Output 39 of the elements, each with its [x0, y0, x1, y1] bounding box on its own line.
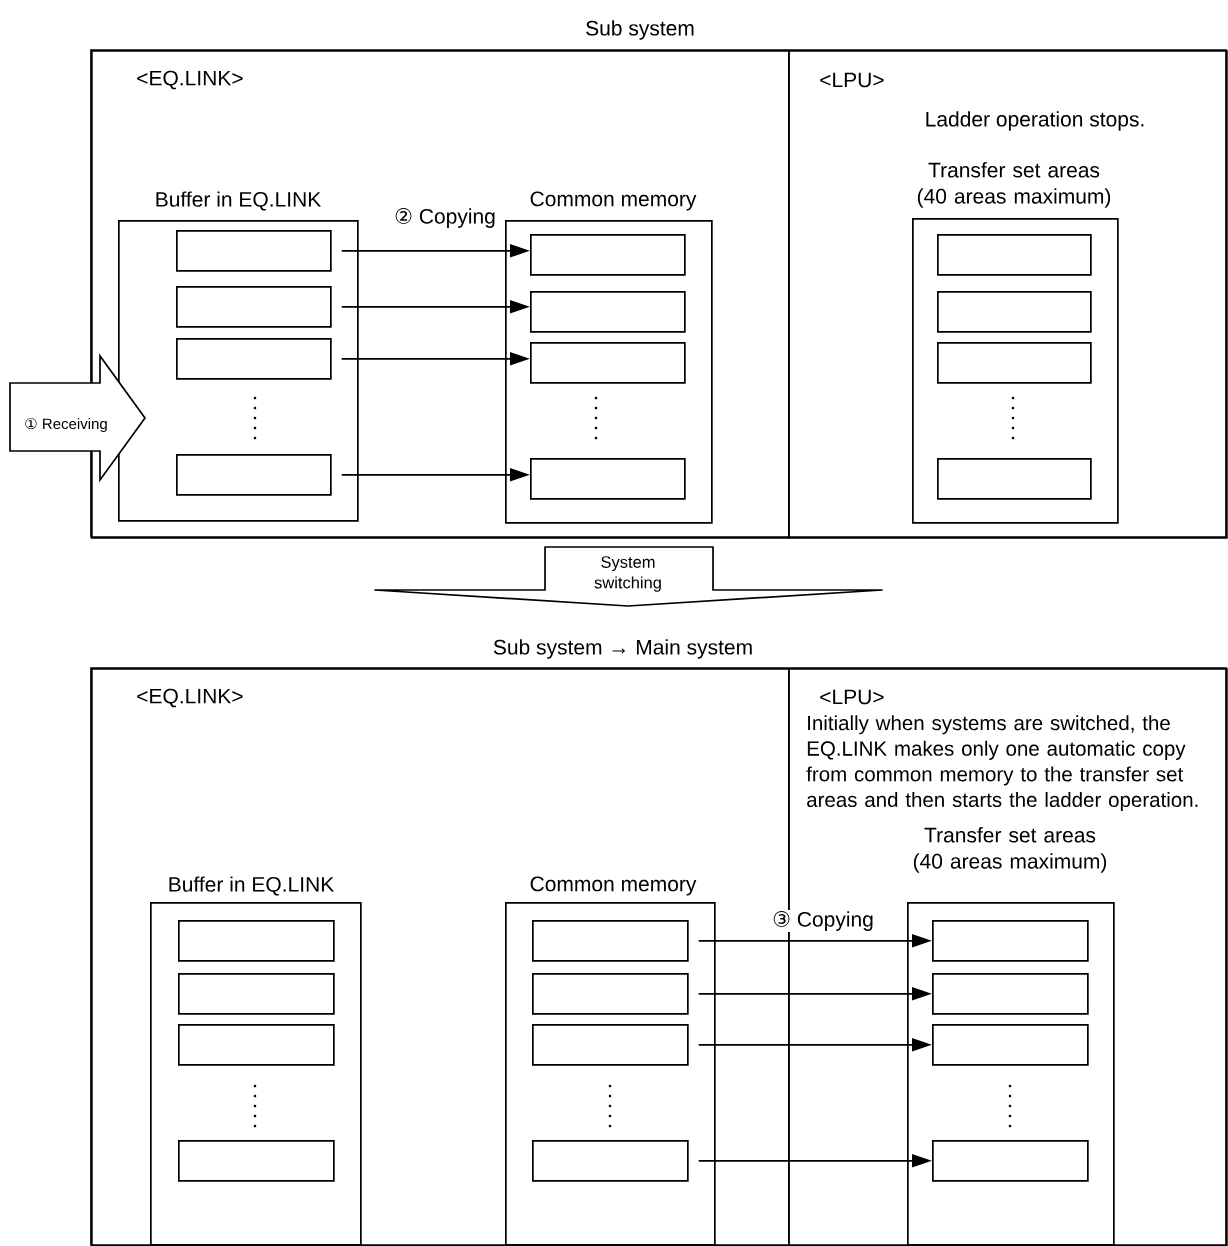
area-slot — [176, 286, 332, 328]
node-label: Common memory — [530, 191, 697, 211]
edge-label: ③ Copying — [771, 910, 875, 932]
node-label: Sub system — [586, 20, 694, 40]
node-label: Transfer set areas (40 areas maximum) — [917, 162, 1111, 208]
area-slot — [178, 920, 335, 962]
area-slot — [932, 1140, 1089, 1182]
memory-box: Common memory — [505, 876, 716, 1246]
area-slot — [532, 1024, 689, 1066]
area-slot — [932, 973, 1089, 1015]
area-slot — [178, 973, 335, 1015]
area-slot — [532, 920, 689, 962]
memory-box: Buffer in EQ.LINK — [150, 876, 362, 1246]
node-label: Transfer set areas (40 areas maximum) — [913, 827, 1107, 873]
area-slot — [530, 290, 686, 333]
area-slot — [937, 341, 1092, 384]
area-slot — [176, 454, 332, 496]
memory-box: Common memory — [505, 191, 713, 524]
area-slot — [532, 973, 689, 1015]
edge-label: ② Copying — [393, 207, 497, 229]
area-slot — [932, 1024, 1089, 1066]
area-slot — [530, 341, 686, 384]
node-label: Common memory — [530, 876, 697, 896]
area-slot — [937, 458, 1092, 500]
node-label: Sub system → Main system — [493, 639, 752, 659]
area-slot — [530, 234, 686, 276]
area-slot — [937, 234, 1092, 276]
node-label: Buffer in EQ.LINK — [169, 876, 335, 896]
memory-box: Transfer set areas (40 areas maximum) — [912, 162, 1119, 524]
area-slot — [176, 230, 332, 272]
memory-box: Transfer set areas (40 areas maximum) — [907, 827, 1115, 1246]
area-slot — [178, 1140, 335, 1182]
area-slot — [530, 458, 686, 500]
area-slot — [532, 1140, 689, 1182]
area-slot — [937, 290, 1092, 333]
area-slot — [176, 337, 332, 380]
area-slot — [932, 920, 1089, 962]
node-label: Buffer in EQ.LINK — [156, 191, 322, 211]
area-slot — [178, 1024, 335, 1066]
